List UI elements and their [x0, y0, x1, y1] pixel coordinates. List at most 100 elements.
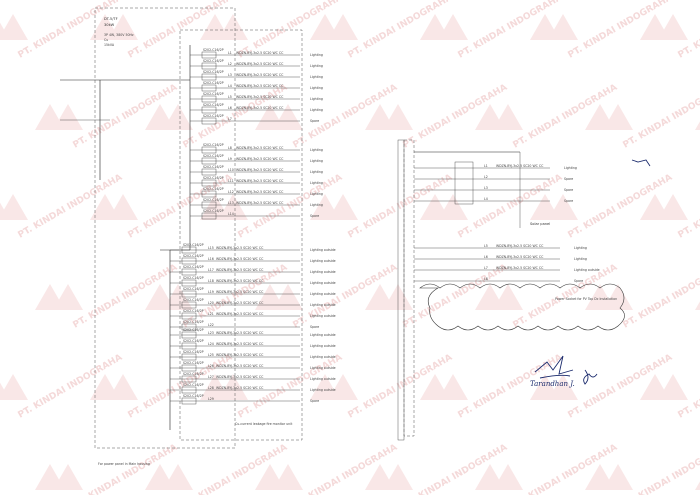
- revision-cloud: [419, 283, 625, 331]
- load-label: Lighting: [310, 53, 323, 57]
- watermark-logo: [585, 464, 633, 490]
- cable-spec: WDZN-BYJ-3x2.5 SC20 WC CC: [236, 84, 284, 88]
- watermark-logo: [640, 14, 688, 40]
- cable-spec: WDZN-BYJ-3x2.5 SC20 WC CC: [216, 279, 264, 283]
- watermark-logo: [365, 284, 413, 310]
- panel-note-1: 3P 4W, 380V 50Hz: [104, 33, 134, 37]
- load-label: Lighting: [574, 246, 587, 250]
- circuit-no: L8: [228, 146, 232, 150]
- cable-spec: WDZN-BYJ-3x2.5 SC20 WC CC: [216, 353, 264, 357]
- circuit-no: L8: [484, 277, 488, 281]
- cable-spec: WDZN-BYJ-3x2.5 SC20 WC CC: [216, 268, 264, 272]
- circuit-no: L15: [208, 246, 214, 250]
- cable-spec: WDZN-BYJ-3x2.5 SC20 WC CC: [236, 73, 284, 77]
- breaker-label: S202-C16/2P: [203, 70, 224, 74]
- cable-spec: WDZN-BYJ-3x2.5 SC20 WC CC: [216, 386, 264, 390]
- cable-spec: WDZN-BYJ-3x2.5 SC20 WC CC: [216, 301, 264, 305]
- breaker-label: S202-C16/2P: [183, 265, 204, 269]
- cable-spec: WDZN-BYJ-3x2.5 SC20 WC CC: [236, 179, 284, 183]
- watermark-logo: [90, 374, 138, 400]
- breaker-symbol: [201, 157, 217, 165]
- circuit-no: L5: [228, 95, 232, 99]
- load-label: Lighting: [310, 75, 323, 79]
- watermark-logo: [90, 194, 138, 220]
- watermark-logo: [475, 284, 523, 310]
- breaker-symbol: [181, 342, 197, 350]
- watermark-logo: [585, 104, 633, 130]
- bottom-note-1: For power panel in Main housing: [98, 462, 150, 466]
- watermark-logo: [145, 464, 193, 490]
- breaker-label: S202-C16/2P: [203, 81, 224, 85]
- panel-power: 30kW: [104, 23, 115, 27]
- cable-spec: WDZN-BYJ-3x2.5 SC20 WC CC: [496, 244, 544, 248]
- signer-name: Tarandhan J.: [530, 380, 575, 388]
- cable-spec: WDZN-BYJ-3x2.5 SC20 WC CC: [496, 255, 544, 259]
- breaker-symbol: [201, 95, 217, 103]
- distribution-frame: [179, 29, 303, 441]
- load-label: Lighting outside: [310, 355, 336, 359]
- breaker-symbol: [201, 201, 217, 209]
- breaker-label: S202-C16/2P: [183, 254, 204, 258]
- watermark-logo: [35, 104, 83, 130]
- panel-header: DT-5/TF 30kW 3P 4W, 380V 50Hz Cu 15kVA: [104, 17, 134, 47]
- breaker-label: S202-C16/2P: [183, 298, 204, 302]
- load-label: Spare: [564, 188, 573, 192]
- circuit-no: L17: [208, 268, 214, 272]
- watermark-logo: [310, 374, 358, 400]
- breaker-label: S202-C16/2P: [183, 276, 204, 280]
- circuit-no: L18: [208, 279, 214, 283]
- circuit-no: L2: [228, 62, 232, 66]
- cable-spec: WDZN-BYJ-3x2.5 SC20 WC CC: [216, 312, 264, 316]
- load-label: Spare: [564, 177, 573, 181]
- breaker-label: S202-C16/2P: [183, 243, 204, 247]
- cable-spec: WDZN-BYJ-3x2.5 SC20 WC CC: [236, 51, 284, 55]
- right-frame: [403, 139, 415, 437]
- watermark-text: PT. KINDAI INDOGRAHA: [622, 443, 700, 495]
- watermark-logo: [420, 194, 468, 220]
- watermark-logo: [420, 14, 468, 40]
- watermark-logo: [200, 14, 248, 40]
- breaker-symbol: [201, 212, 217, 220]
- signature: Tarandhan J.: [530, 159, 651, 388]
- watermark-logo: [585, 284, 633, 310]
- watermark-logo: [145, 284, 193, 310]
- right-subpanel: [454, 161, 474, 205]
- small-mark: [631, 159, 651, 167]
- breaker-symbol: [201, 146, 217, 154]
- breaker-label: S202-C16/2P: [203, 48, 224, 52]
- breaker-label: S202-C16/2P: [183, 328, 204, 332]
- breaker-label: S202-C16/2P: [203, 187, 224, 191]
- circuit-no: L6: [484, 255, 488, 259]
- cable-spec: WDZN-BYJ-3x2.5 SC20 WC CC: [216, 364, 264, 368]
- load-label: Spare: [310, 214, 319, 218]
- breaker-label: S202-C16/2P: [203, 176, 224, 180]
- circuit-no: L1: [484, 164, 488, 168]
- load-label: Lighting: [310, 64, 323, 68]
- breaker-label: S202-C16/2P: [183, 287, 204, 291]
- watermark-text: PT. KINDAI INDOGRAHA: [622, 263, 700, 331]
- breaker-symbol: [201, 190, 217, 198]
- circuit-no: L9: [228, 157, 232, 161]
- watermark-text: PT. KINDAI INDOGRAHA: [622, 83, 700, 151]
- load-label: Lighting: [310, 97, 323, 101]
- circuit-no: L20: [208, 301, 214, 305]
- cable-spec: WDZN-BYJ-3x2.5 SC20 WC CC: [236, 157, 284, 161]
- load-label: Lighting: [310, 108, 323, 112]
- watermark-logo: [365, 464, 413, 490]
- circuit-no: L4: [228, 84, 232, 88]
- breaker-symbol: [181, 279, 197, 287]
- watermark-logo: [695, 481, 700, 490]
- breaker-label: S202-C16/2P: [183, 309, 204, 313]
- circuit-no: L24: [208, 342, 214, 346]
- signature-stroke-2: [583, 369, 598, 385]
- circuit-no: L6: [228, 106, 232, 110]
- cable-spec: WDZN-BYJ-3x2.5 SC20 WC CC: [236, 146, 284, 150]
- load-label: Lighting outside: [310, 259, 336, 263]
- breaker-symbol: [181, 246, 197, 254]
- watermark-logo: [310, 14, 358, 40]
- cable-spec: WDZN-BYJ-3x2.5 SC20 WC CC: [216, 375, 264, 379]
- circuit-no: L2: [484, 175, 488, 179]
- signature-stroke-1: [534, 355, 574, 379]
- solar-label: Solar panel: [530, 222, 550, 226]
